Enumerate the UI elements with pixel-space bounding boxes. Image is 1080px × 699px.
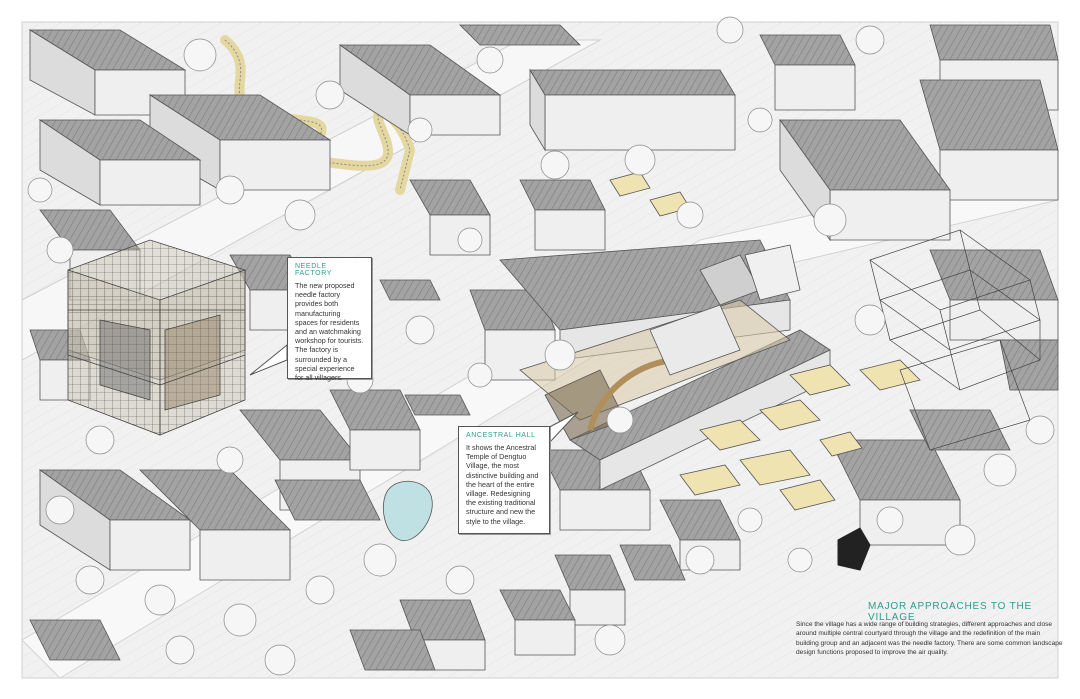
ancestral-hall-title: ANCESTRAL HALL	[466, 432, 536, 439]
needle-factory-text: The new proposed needle factory provides…	[295, 281, 364, 383]
needle-factory-callout: NEEDLE FACTORY The new proposed needle f…	[287, 257, 372, 383]
trees	[27, 16, 1055, 676]
black-house	[837, 527, 871, 571]
ancestral-hall-block	[499, 239, 831, 491]
needle-factory-title: NEEDLE FACTORY	[295, 263, 333, 277]
ancestral-hall-text: It shows the Ancestral Temple of Dengtuo…	[466, 443, 539, 526]
ancestral-hall-callout: ANCESTRAL HALL It shows the Ancestral Te…	[458, 426, 550, 534]
needle-factory-building	[67, 239, 246, 436]
pond	[382, 481, 433, 542]
village-houses	[28, 24, 1059, 671]
major-approaches-body: Since the village has a wide range of bu…	[796, 621, 1063, 657]
courtyard-planters	[609, 171, 921, 511]
major-approaches-title: MAJOR APPROACHES TO THE VILLAGE	[868, 601, 1032, 623]
